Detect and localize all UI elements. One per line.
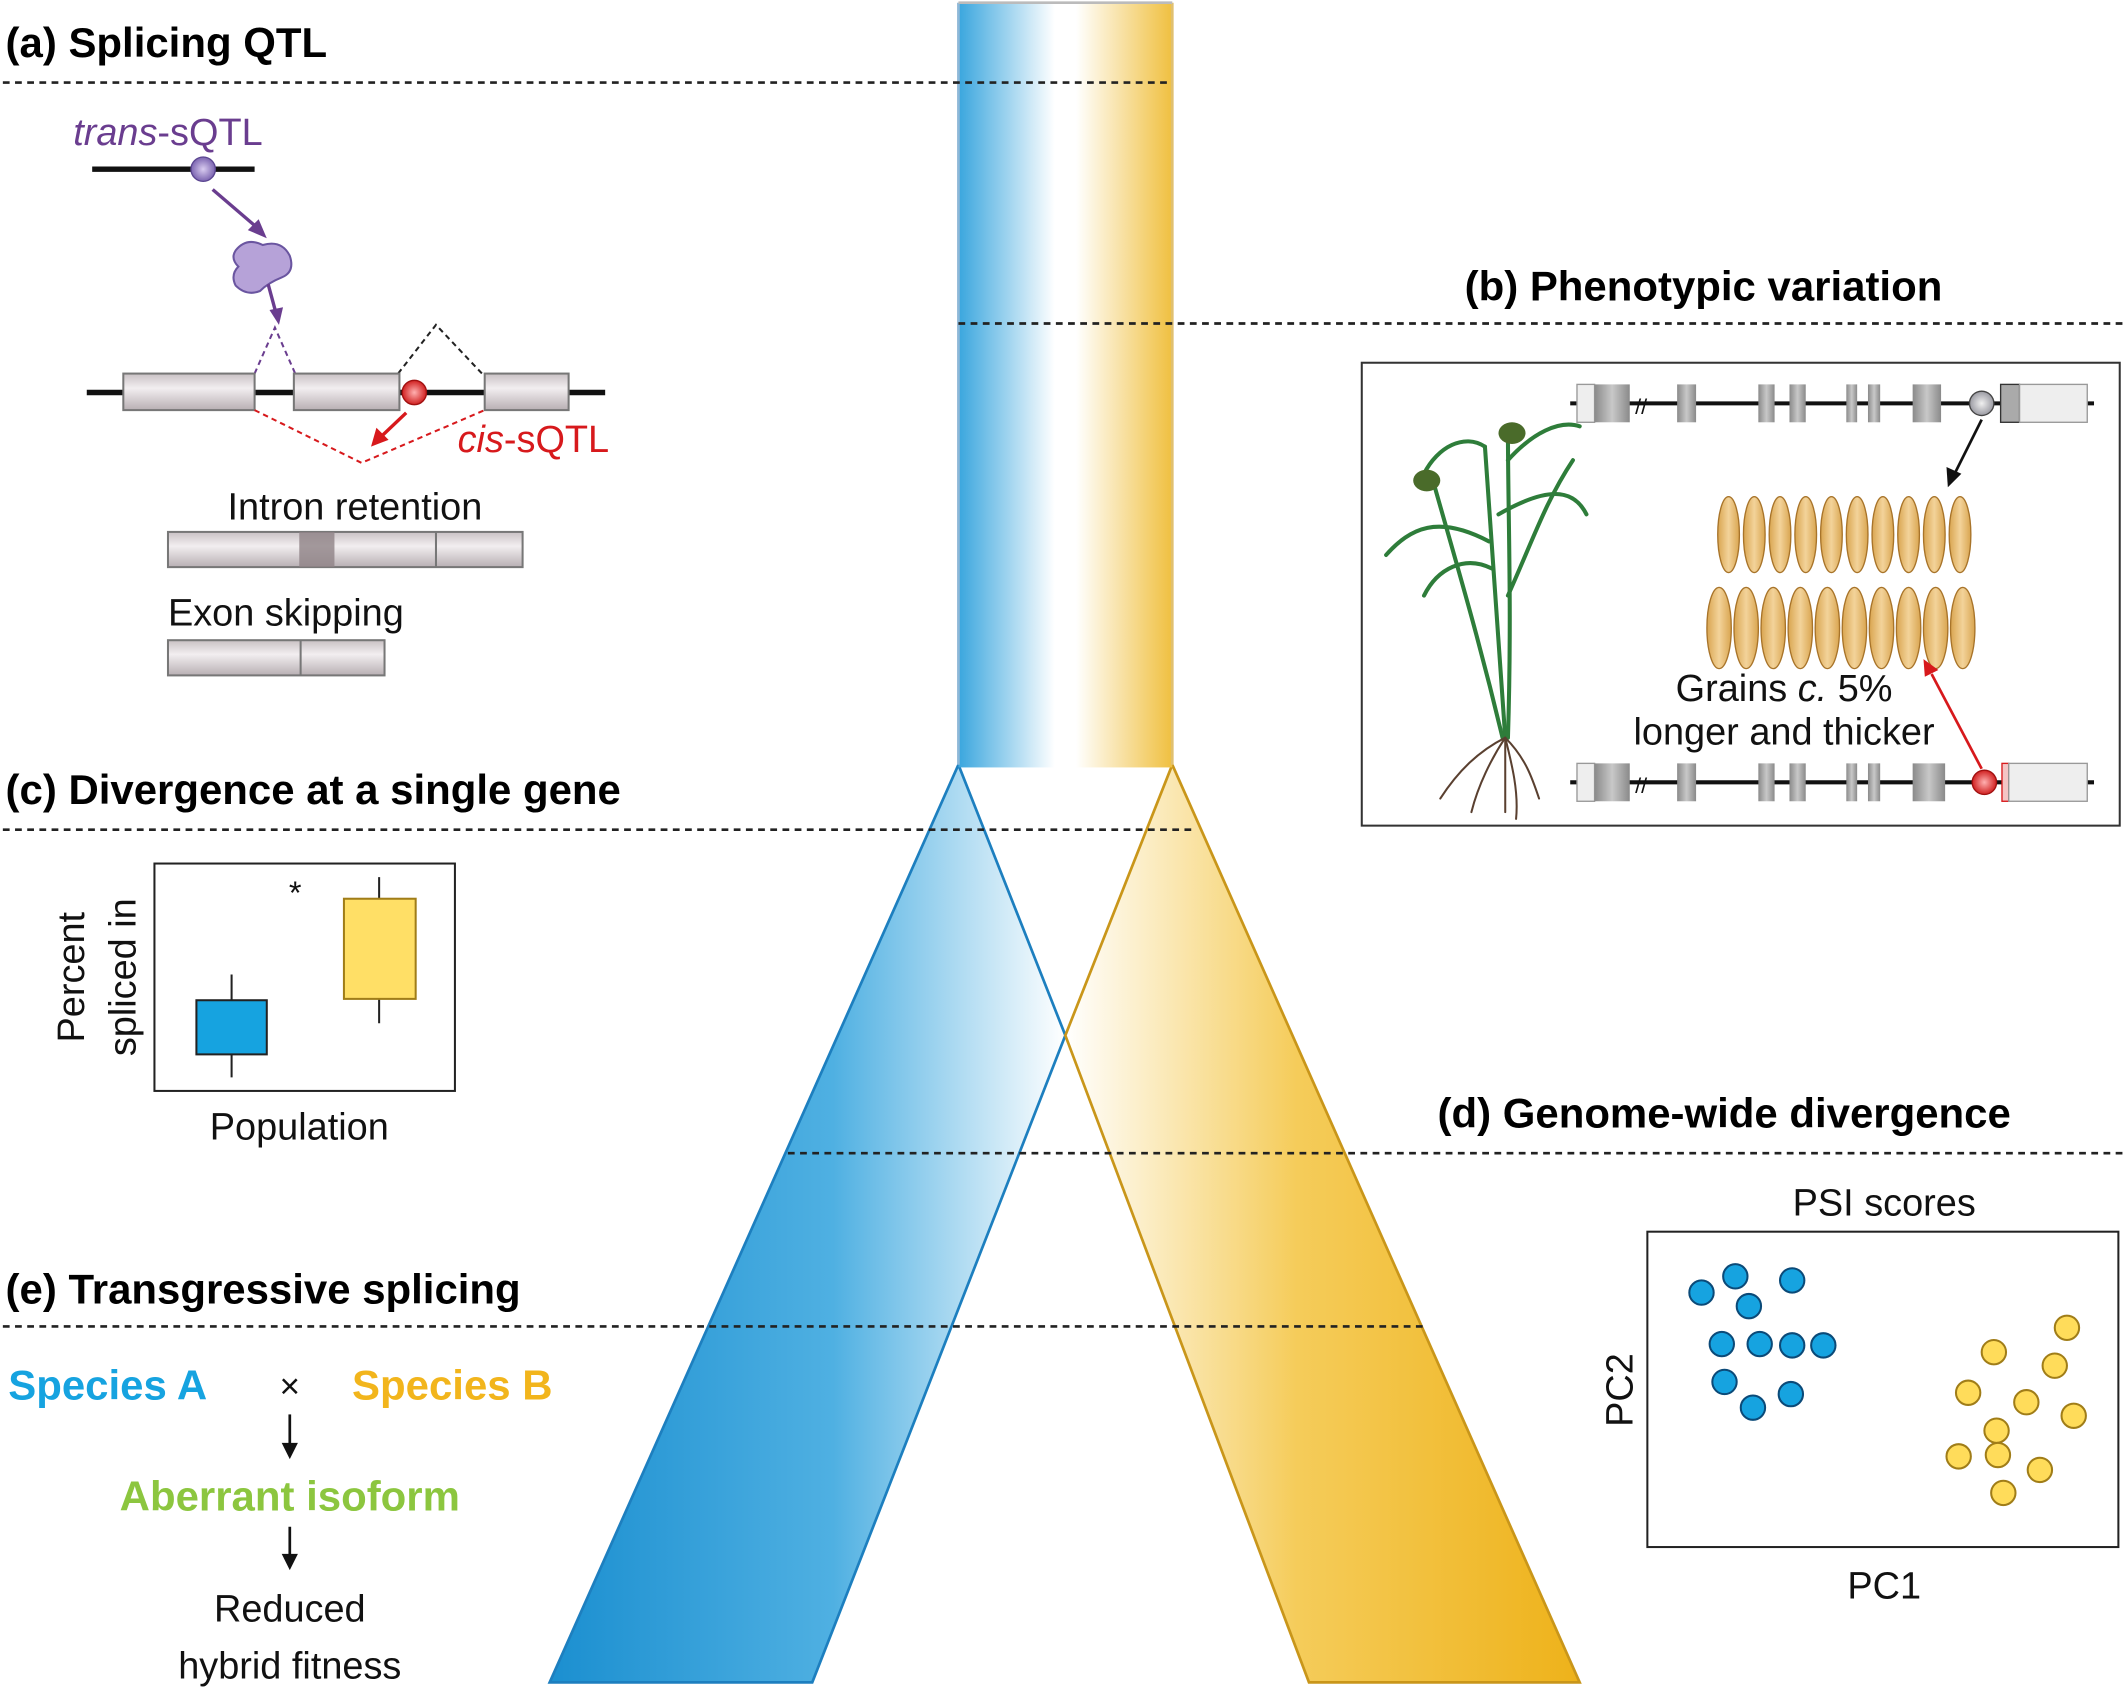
panel-a-title: (a) Splicing QTL: [6, 19, 328, 66]
rice-plant-icon: [1384, 422, 1589, 820]
cis-sqtl-label: cis-sQTL: [458, 419, 610, 461]
pca-xlabel: PC1: [1847, 1565, 1921, 1607]
splicing-factor-protein-icon: [232, 240, 293, 294]
reduced-fitness-line1: Reduced: [214, 1588, 366, 1630]
grains-row-top: [1717, 496, 1972, 574]
grains-note-line2: longer and thicker: [1634, 711, 1935, 753]
tree-right-branch: [1063, 761, 1582, 1684]
gene-model-bottom: //: [1570, 762, 2095, 802]
exon-1: [122, 372, 256, 412]
trans-sqtl-label: trans-sQTL: [73, 112, 262, 154]
intron-retention-label: Intron retention: [228, 487, 483, 529]
grains-note-line1: Grains c. 5%: [1676, 668, 1893, 710]
exon-skipping-isoform: [166, 639, 386, 677]
exon-3: [483, 372, 570, 412]
pca-points-species-b: [1945, 1314, 2087, 1507]
cis-variant-icon: [401, 379, 428, 406]
tree-trunk: [958, 2, 1173, 768]
boxplot-species-a: [195, 999, 268, 1056]
species-tree: [547, 1, 1582, 1684]
significance-star: *: [289, 875, 302, 911]
pca-points-species-a: [1688, 1263, 1837, 1421]
intron-retention-isoform: [166, 530, 524, 569]
cross-symbol: ×: [280, 1367, 301, 1406]
psi-ylabel-2: spliced in: [102, 898, 144, 1056]
grains-row-bottom: [1706, 586, 1976, 670]
panel-d: (d) Genome-wide divergence PSI scores PC…: [1438, 1089, 2120, 1607]
panel-c: (c) Divergence at a single gene Percent …: [6, 766, 621, 1149]
panel-c-title: (c) Divergence at a single gene: [6, 766, 621, 813]
panel-e: (e) Transgressive splicing Species A × S…: [6, 1265, 553, 1687]
tree-left-branch: [547, 761, 1067, 1684]
pca-title: PSI scores: [1793, 1182, 1976, 1224]
reduced-fitness-line2: hybrid fitness: [178, 1645, 401, 1687]
population-xlabel: Population: [210, 1107, 389, 1149]
aberrant-isoform-label: Aberrant isoform: [120, 1473, 460, 1520]
boxplot-species-b: [342, 897, 417, 1000]
svg-text://: //: [1635, 773, 1648, 798]
arrow-down-icon: [281, 1526, 298, 1571]
panel-d-title: (d) Genome-wide divergence: [1438, 1089, 2011, 1136]
panel-b: (b) Phenotypic variation: [1360, 262, 2121, 827]
svg-text://: //: [1635, 394, 1648, 419]
trans-variant-icon: [190, 156, 217, 183]
gene-model-top: //: [1570, 383, 2095, 423]
panel-e-title: (e) Transgressive splicing: [6, 1265, 521, 1312]
arrow-down-icon: [281, 1414, 298, 1460]
psi-ylabel-1: Percent: [51, 911, 93, 1042]
panel-b-title: (b) Phenotypic variation: [1465, 262, 1943, 309]
exon-2: [292, 372, 401, 412]
panel-a: (a) Splicing QTL trans-sQTL cis-sQTL Int…: [6, 19, 610, 677]
species-b-label: Species B: [352, 1362, 552, 1409]
species-a-label: Species A: [8, 1362, 207, 1409]
exon-skipping-label: Exon skipping: [168, 592, 404, 634]
pca-ylabel: PC2: [1599, 1353, 1641, 1427]
